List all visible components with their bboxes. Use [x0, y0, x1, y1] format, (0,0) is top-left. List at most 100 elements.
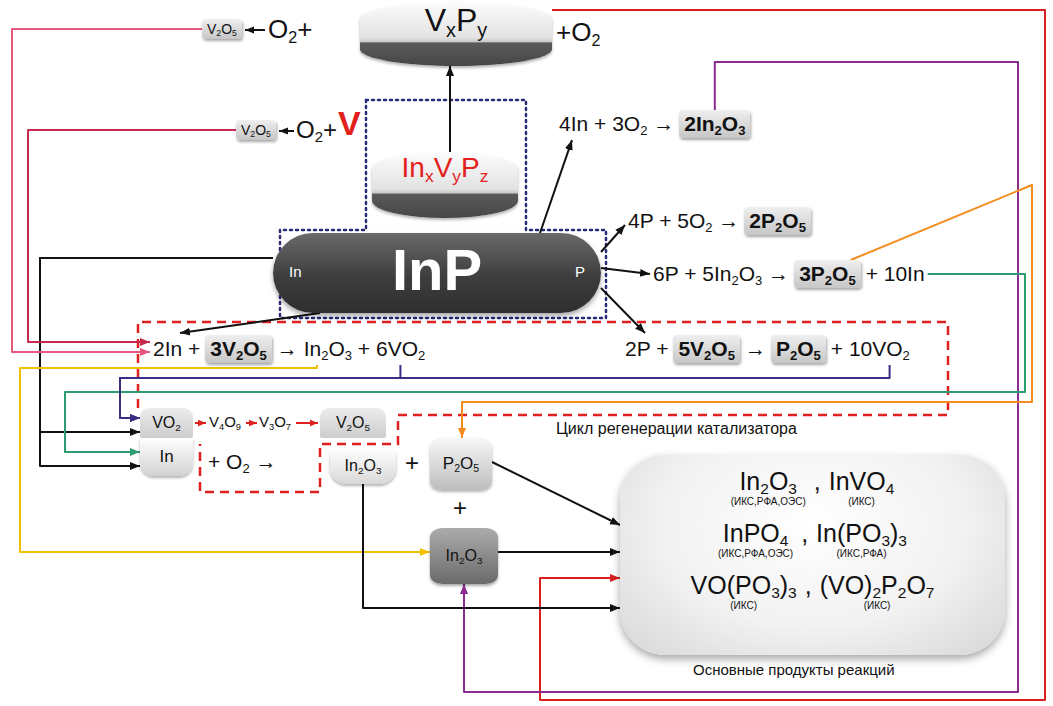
formula-text: 2P2O5 — [749, 209, 806, 233]
cylinder-box: V2O5 — [320, 408, 386, 438]
connector — [601, 268, 650, 274]
formula-text: 3P2O5 — [799, 262, 856, 286]
method-note: (ИКС,РФА) — [836, 548, 886, 560]
plus-sign: + — [405, 449, 419, 477]
product-formula: InVO4 — [829, 467, 895, 496]
equation: 4P + 5O2 →2P2O5 — [625, 205, 814, 237]
reactant-label: O2+ — [268, 15, 312, 45]
product-formula: , — [801, 519, 808, 548]
reaction-arrow — [279, 130, 294, 132]
method-note: (ИКС,РФА,ОЭС) — [718, 548, 793, 560]
formula-text: 2In2O3 — [684, 112, 745, 136]
product-formula: In(PO3)3 — [816, 519, 907, 548]
product-row: In2O3(ИКС,РФА,ОЭС), InVO4(ИКС) — [620, 467, 1005, 508]
reactant-label: O2+ — [296, 116, 337, 144]
method-note: (ИКС) — [864, 600, 891, 612]
connector — [498, 551, 620, 553]
connector — [363, 484, 620, 608]
connector — [601, 225, 625, 252]
product-column: VO(PO3)3(ИКС) — [691, 571, 797, 612]
cylinder-box: In — [140, 438, 193, 476]
connector — [180, 313, 320, 333]
equation: 4In + 3O2 → 2In2O3 — [556, 108, 753, 140]
method-note: (ИКС) — [730, 600, 757, 612]
connector — [449, 66, 451, 152]
highlight-box: 2In2O3 — [679, 110, 750, 138]
intermediate-oxide: V4O9 — [209, 413, 241, 430]
method-note: (ИКС,РФА,ОЭС) — [731, 496, 806, 508]
highlight-box: 2P2O5 — [744, 207, 811, 235]
cylinder-box: VO2 — [140, 408, 193, 438]
product-formula: VO(PO3)3 — [691, 571, 797, 600]
compound-disc: VxPy — [360, 2, 552, 66]
connector — [12, 29, 202, 352]
formula-text: P2O5 — [776, 337, 821, 361]
equation-text: 2In + — [153, 337, 200, 361]
equation-text: 4In + 3O2 → — [559, 112, 674, 136]
element-label: P — [575, 263, 585, 280]
cylinder-box: P2O5 — [430, 438, 492, 490]
product-row: VO(PO3)3(ИКС),(VO)2P2O7(ИКС) — [620, 571, 1005, 612]
oxide-box: V2O5 — [202, 19, 242, 39]
catalyst-label: V — [338, 104, 361, 143]
connector — [540, 140, 572, 233]
product-column: In(PO3)3(ИКС,РФА) — [816, 519, 907, 560]
product-row: InPO4(ИКС,РФА,ОЭС), In(PO3)3(ИКС,РФА) — [620, 519, 1005, 560]
product-column: (VO)2P2O7(ИКС) — [820, 571, 935, 612]
formula-text: In2O3 — [345, 457, 382, 475]
product-formula: , — [805, 571, 812, 600]
connector — [120, 365, 890, 418]
reaction-text: + O2 → — [208, 450, 277, 474]
cycle-arrow — [296, 422, 318, 424]
intermediate-oxide: V3O7 — [259, 413, 291, 430]
highlight-box: 5V2O5 — [673, 335, 740, 363]
product-column: InVO4(ИКС) — [829, 467, 895, 508]
element-label: In — [289, 263, 302, 280]
products-disc: In2O3(ИКС,РФА,ОЭС),InVO4(ИКС)InPO4(ИКС,Р… — [620, 455, 1005, 655]
product-formula: In2O3 — [739, 467, 797, 496]
reaction-arrow — [245, 29, 265, 31]
product-column: , — [805, 571, 812, 600]
formula-text: VO2 — [152, 414, 181, 432]
equation-text: 2P + — [625, 337, 668, 361]
formula-text: InxVyPz — [402, 152, 489, 184]
formula-text: P2O5 — [443, 454, 479, 474]
connector — [492, 462, 620, 525]
product-column: In2O3(ИКС,РФА,ОЭС) — [731, 467, 806, 508]
connector — [20, 365, 430, 552]
product-formula: (VO)2P2O7 — [820, 571, 935, 600]
product-formula: InPO4 — [723, 519, 789, 548]
formula-text: VxPy — [425, 2, 488, 39]
highlight-box: 3V2O5 — [205, 335, 272, 363]
formula-text: 3V2O5 — [210, 337, 267, 361]
equation: 2P +5V2O5→P2O5+ 10VO2 — [622, 333, 913, 365]
formula-text: V2O5 — [241, 122, 271, 138]
product-column: InPO4(ИКС,РФА,ОЭС) — [718, 519, 793, 560]
equation: 6P + 5In2O3 → 3P2O5 + 10In — [650, 258, 928, 290]
reactant-label: +O2 — [556, 18, 600, 48]
highlight-box: P2O5 — [771, 335, 826, 363]
highlight-box: 3P2O5 — [794, 260, 861, 288]
formula-text: V2O5 — [336, 414, 370, 432]
compound-disc: InxVyPz — [372, 152, 518, 218]
cycle-arrow — [195, 422, 206, 424]
cycle-arrow — [246, 422, 257, 424]
cycle-caption: Цикл регенерации катализатора — [556, 420, 797, 438]
equation-text: 6P + 5In2O3 → — [653, 262, 789, 286]
formula-text: V2O5 — [207, 21, 237, 37]
products-caption: Основные продукты реакций — [693, 661, 895, 678]
equation-text: + 10VO2 — [831, 337, 910, 361]
plus-sign: + — [453, 494, 467, 522]
product-column: , — [814, 467, 821, 496]
equation-text: + 10In — [866, 262, 925, 286]
equation: 2In + 3V2O5 → In2O3 + 6VO2 — [150, 333, 428, 365]
equation-text: → In2O3 + 6VO2 — [277, 337, 425, 361]
connector — [540, 10, 1045, 700]
formula-text: In — [159, 447, 173, 467]
formula-text: 5V2O5 — [678, 337, 735, 361]
connector — [601, 288, 645, 333]
connector — [40, 258, 273, 466]
cylinder-box: In2O3 — [430, 528, 498, 584]
method-note: (ИКС) — [848, 496, 875, 508]
